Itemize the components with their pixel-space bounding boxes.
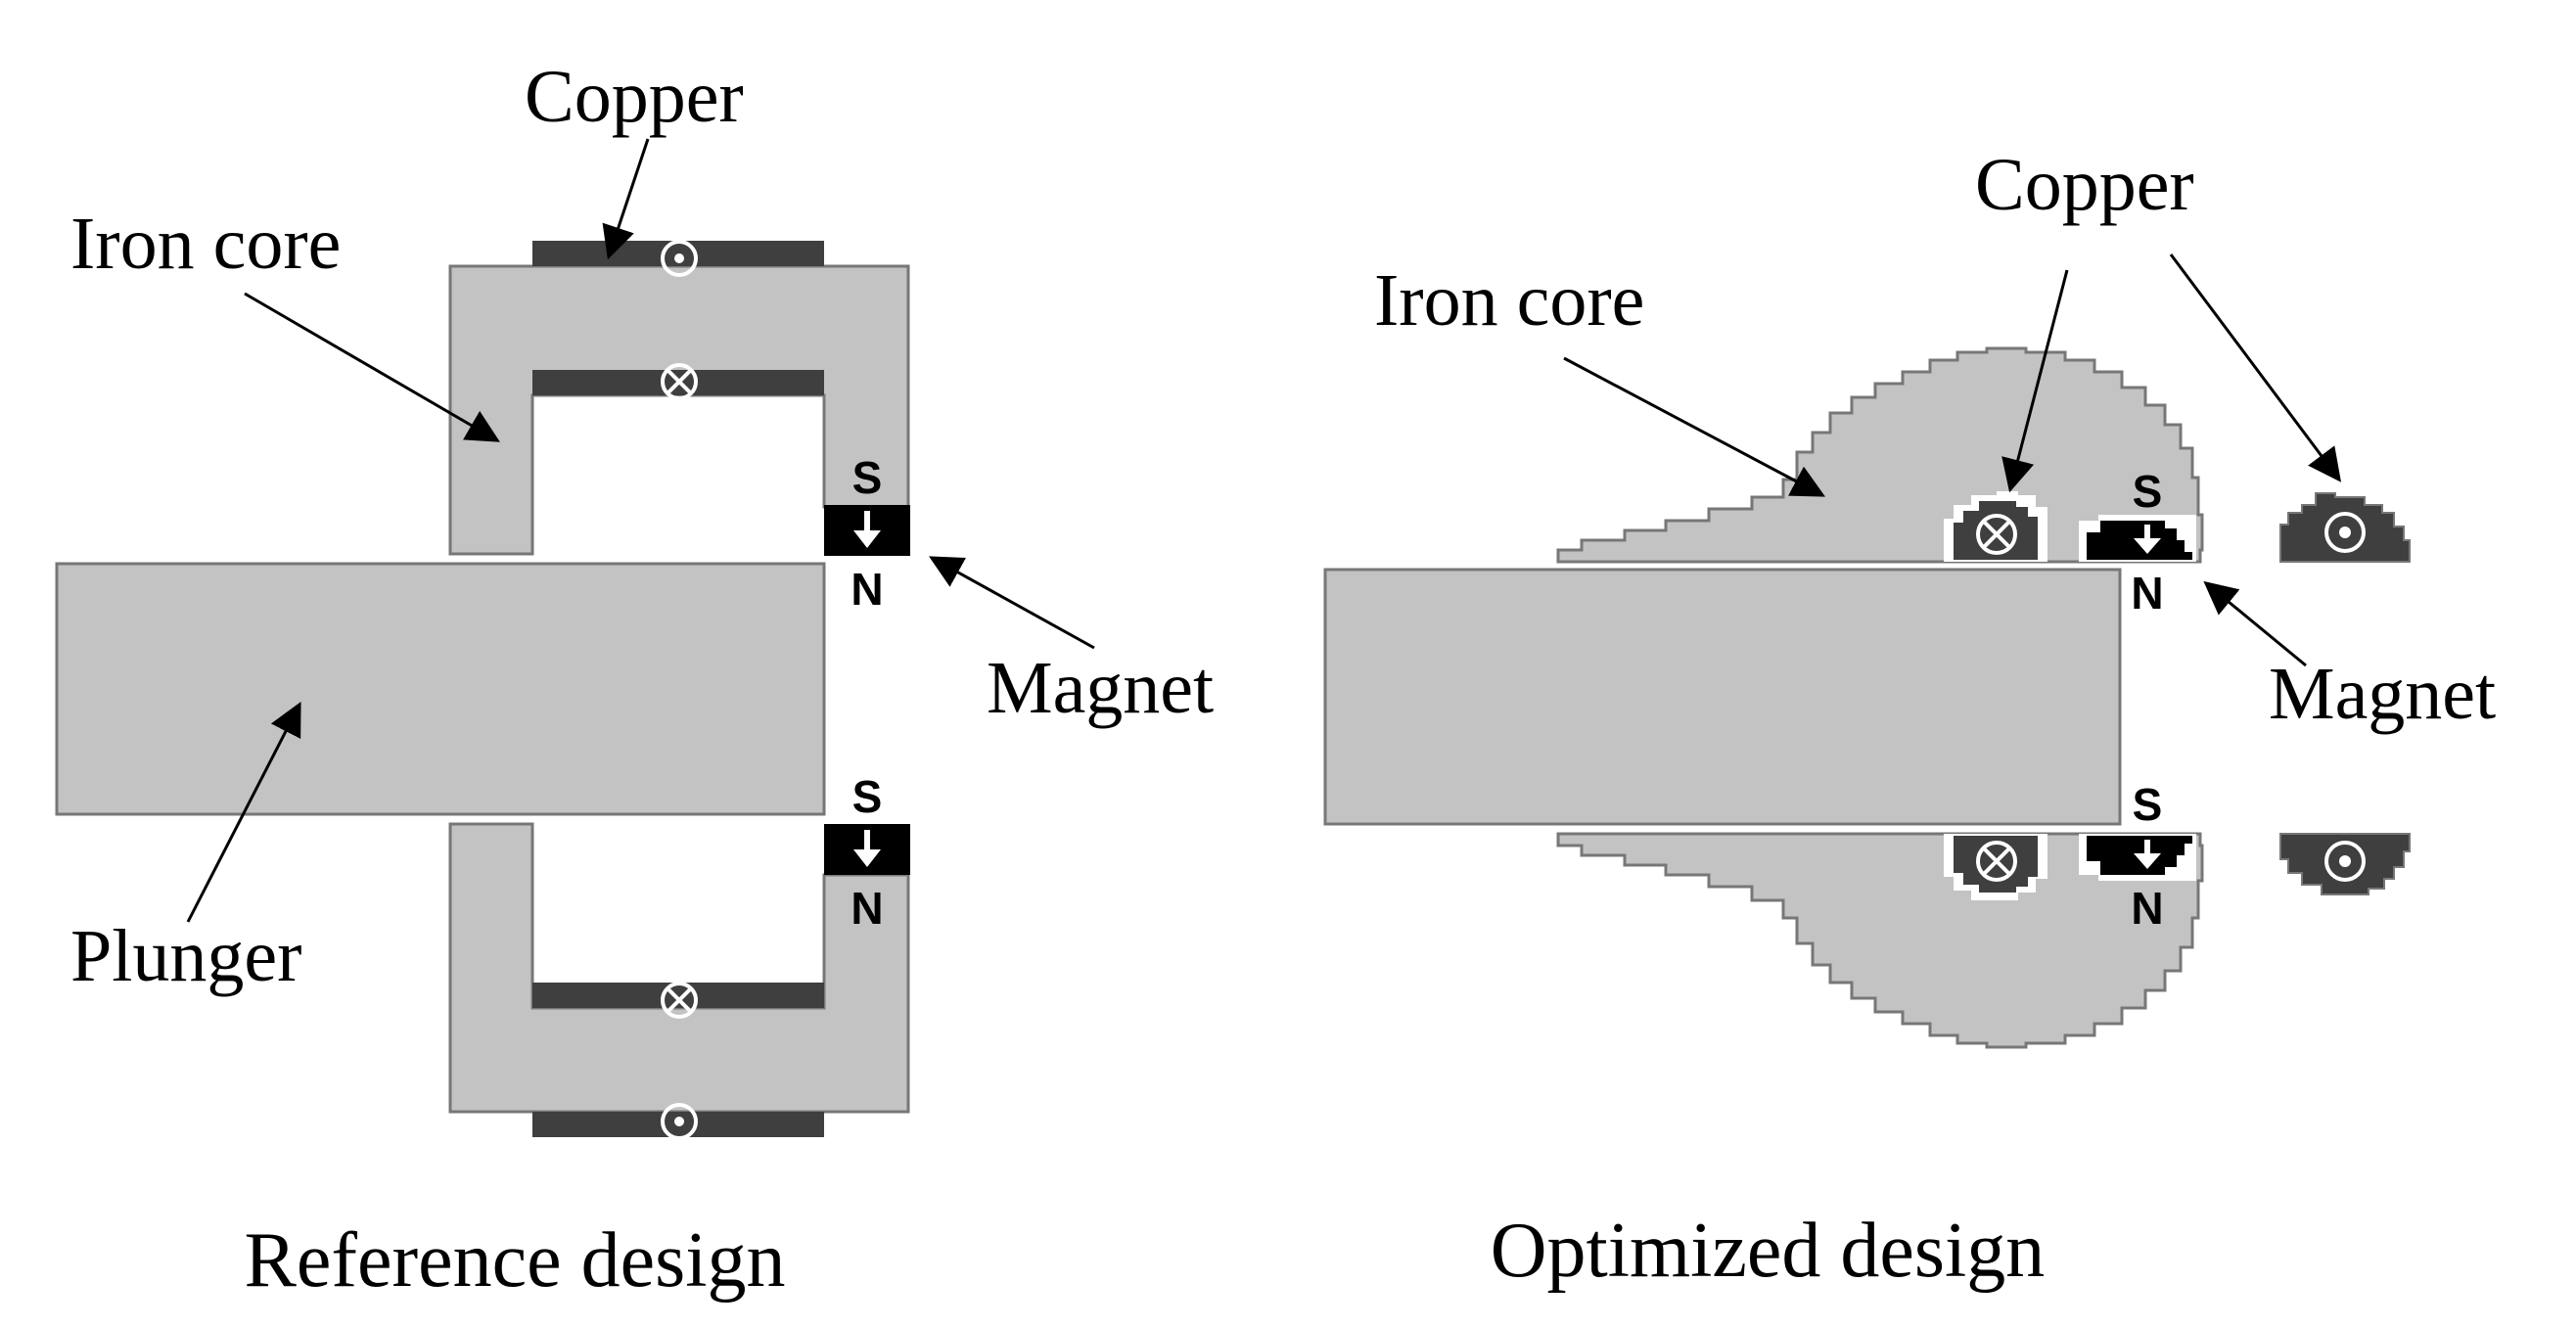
- magnet-south-label: S: [852, 771, 883, 822]
- current-out-icon: [2324, 841, 2366, 882]
- magnet-south-label: S: [2133, 779, 2163, 830]
- optimized-magnet-label: Magnet: [2269, 653, 2496, 735]
- magnet-south-label: S: [852, 452, 883, 503]
- reference-magnet-label: Magnet: [987, 647, 1214, 729]
- reference-magnet-leader: [929, 556, 1095, 650]
- optimized-magnet-leader: [2203, 580, 2307, 667]
- reference-copper-leader: [602, 138, 650, 260]
- reference-design: S N S N Copper Iron core Magnet Plunger …: [55, 56, 1214, 1304]
- optimized-magnet-top: S N: [2087, 466, 2192, 618]
- optimized-design: S N S N Copper Iron core Magnet Optimize…: [1323, 144, 2496, 1294]
- magnet-north-label: N: [2131, 883, 2163, 934]
- optimized-iron-core-label: Iron core: [1374, 259, 1644, 342]
- reference-copper-label: Copper: [525, 56, 744, 138]
- reference-magnet-top: S N: [824, 452, 910, 615]
- optimized-copper-inner-top: [1954, 501, 2038, 560]
- current-out-icon: [2324, 512, 2366, 553]
- current-out-icon: [661, 240, 698, 277]
- current-in-icon: [1976, 514, 2017, 555]
- optimized-copper-leader-inner: [2001, 269, 2069, 493]
- reference-plunger: [55, 562, 826, 816]
- optimized-plunger: [1323, 568, 2122, 826]
- reference-iron-core-label: Iron core: [70, 203, 341, 285]
- optimized-caption: Optimized design: [1491, 1208, 2046, 1294]
- current-out-icon: [661, 1103, 698, 1140]
- magnet-south-label: S: [2133, 466, 2163, 517]
- magnet-north-label: N: [851, 564, 883, 615]
- current-in-icon: [661, 363, 698, 400]
- magnet-north-label: N: [851, 883, 883, 934]
- current-in-icon: [1976, 841, 2017, 882]
- reference-plunger-leader: [186, 701, 301, 923]
- reference-copper-inner-bottom: [532, 983, 824, 1008]
- magnet-north-label: N: [2131, 568, 2163, 618]
- reference-caption: Reference design: [244, 1217, 785, 1304]
- current-in-icon: [661, 982, 698, 1019]
- optimized-magnet-bottom: S N: [2087, 779, 2192, 934]
- reference-iron-core-leader: [244, 292, 500, 442]
- optimized-iron-core-bottom: [1556, 832, 2204, 1049]
- optimized-copper-leader-outer: [2169, 253, 2342, 482]
- reference-magnet-bottom: S N: [824, 771, 910, 934]
- optimized-iron-core-leader: [1563, 356, 1826, 497]
- optimized-copper-label: Copper: [1975, 144, 2194, 226]
- reference-plunger-label: Plunger: [70, 915, 301, 997]
